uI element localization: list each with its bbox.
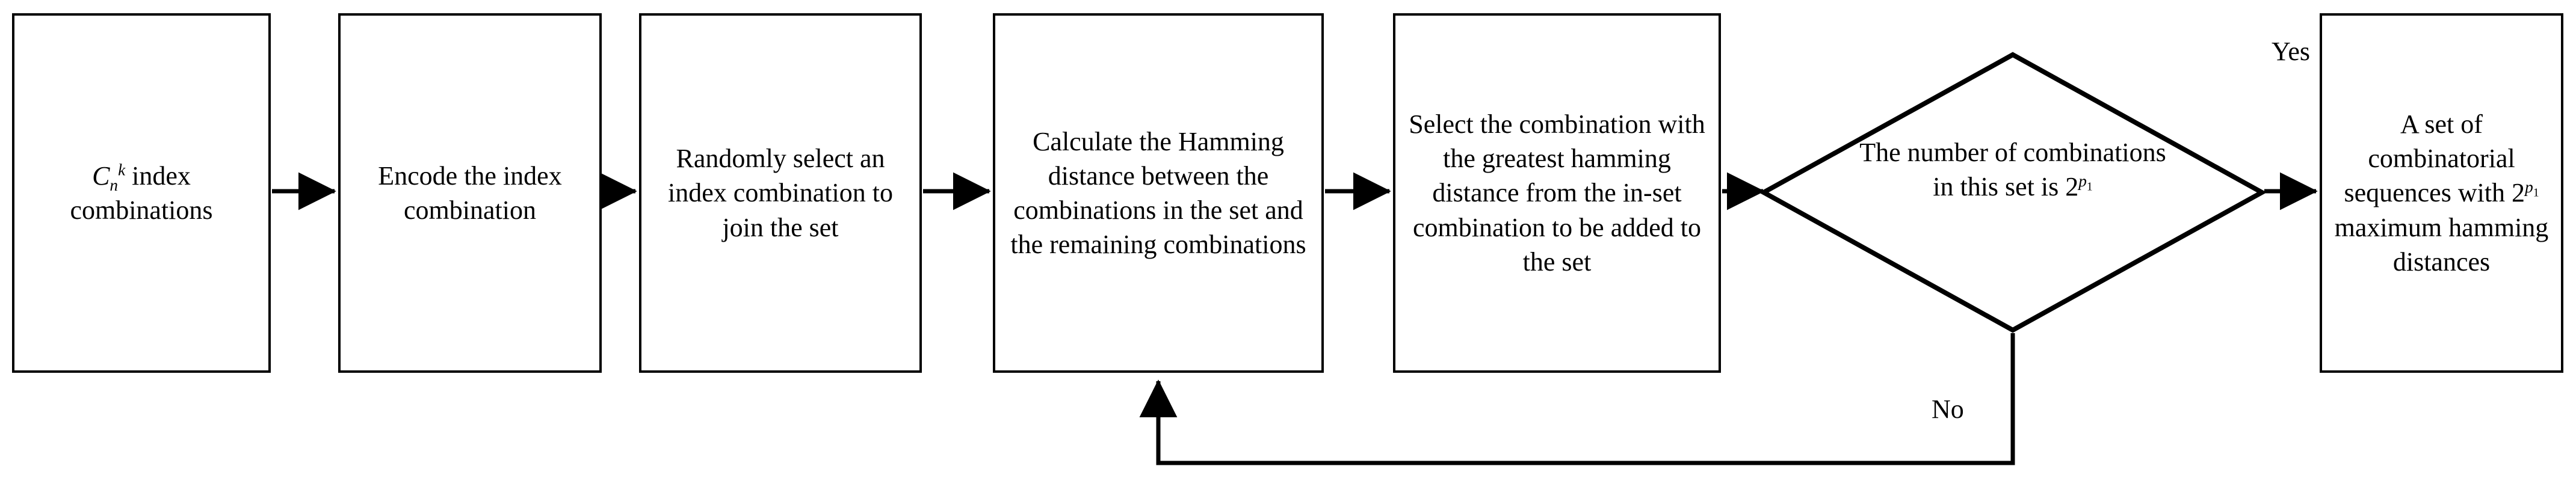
result-exponent-index: 1	[2533, 186, 2539, 200]
decision-text-prefix: The number of combinations in this set i…	[1859, 138, 2166, 202]
node-index-combinations[interactable]: Cnk index combinations	[12, 13, 271, 373]
node-index-combinations-suffix: index combinations	[70, 161, 213, 225]
edge-label-no: No	[1932, 394, 1964, 424]
node-decision-count-check-label: The number of combinations in this set i…	[1850, 135, 2175, 204]
diamond-shape	[1760, 52, 2266, 333]
node-random-select-combination-label: Randomly select an index combination to …	[668, 144, 893, 242]
node-result-sequence-set-label: A set of combinatorial sequences with 2p…	[2328, 107, 2555, 279]
edge-label-yes: Yes	[2272, 37, 2311, 66]
node-random-select-combination[interactable]: Randomly select an index combination to …	[639, 13, 922, 373]
node-encode-index-combination-label: Encode the index combination	[378, 161, 562, 225]
node-encode-index-combination[interactable]: Encode the index combination	[338, 13, 602, 373]
result-text-suffix: maximum hamming distances	[2334, 212, 2549, 277]
node-result-sequence-set[interactable]: A set of combinatorial sequences with 2p…	[2320, 13, 2563, 373]
result-exponent: p1	[2525, 177, 2539, 200]
node-index-combinations-label: Cnk index combinations	[20, 159, 262, 227]
node-calculate-hamming-distance-label: Calculate the Hamming distance between t…	[1010, 126, 1306, 260]
decision-exponent-base: p	[2078, 171, 2087, 190]
decision-exponent-index: 1	[2086, 179, 2093, 193]
node-decision-count-check[interactable]: The number of combinations in this set i…	[1760, 51, 2266, 334]
symbol-n-subscript: n	[110, 176, 119, 194]
symbol-C: C	[92, 161, 110, 191]
node-select-greatest-hamming-label: Select the combination with the greatest…	[1409, 109, 1705, 277]
node-calculate-hamming-distance[interactable]: Calculate the Hamming distance between t…	[993, 13, 1324, 373]
result-exponent-base: p	[2525, 177, 2533, 196]
node-select-greatest-hamming[interactable]: Select the combination with the greatest…	[1393, 13, 1721, 373]
result-text-prefix: A set of combinatorial sequences with 2	[2344, 109, 2525, 208]
symbol-k-superscript: k	[118, 161, 126, 179]
decision-exponent: p1	[2078, 171, 2093, 193]
